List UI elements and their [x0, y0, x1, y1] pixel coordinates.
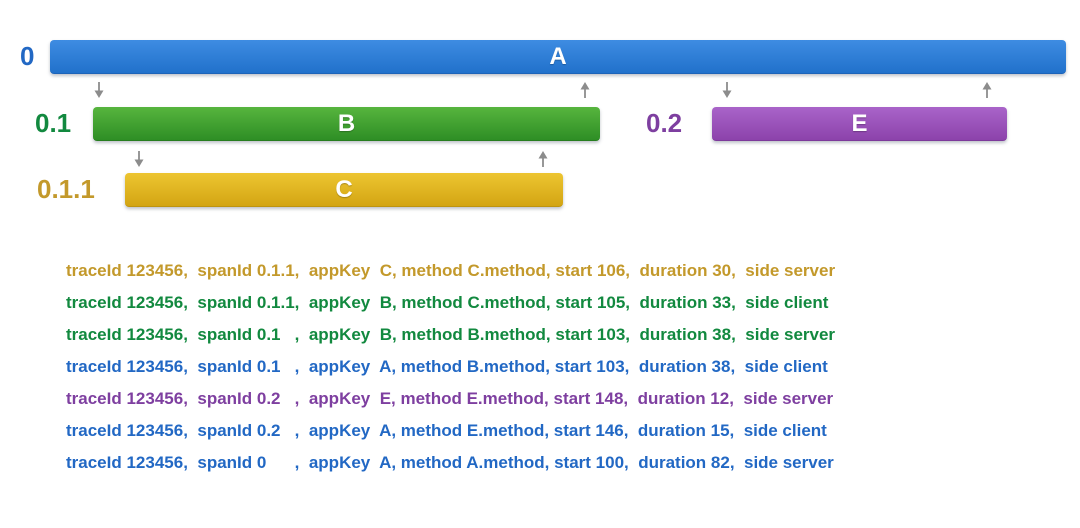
- span-bar-c: C: [125, 173, 563, 207]
- down-arrow-icon: [132, 150, 146, 168]
- trace-log-line: traceId 123456, spanId 0.1 , appKey B, m…: [66, 325, 836, 344]
- span-bar-a: A: [50, 40, 1066, 74]
- span-id-label-0.1.1: 0.1.1: [37, 174, 95, 204]
- span-bar-e: E: [712, 107, 1007, 141]
- up-arrow-icon: [536, 150, 550, 168]
- span-bar-a-label: A: [549, 42, 567, 70]
- down-arrow-icon: [720, 81, 734, 99]
- span-bar-e-label: E: [851, 109, 868, 137]
- span-id-label-0.2: 0.2: [646, 108, 683, 138]
- trace-log-line: traceId 123456, spanId 0.1.1, appKey C, …: [66, 261, 836, 280]
- span-bar-b-label: B: [337, 109, 356, 137]
- span-bar-c-label: C: [335, 175, 353, 203]
- span-bar-b: B: [93, 107, 600, 141]
- trace-log: traceId 123456, spanId 0.1.1, appKey C, …: [66, 255, 835, 479]
- span-id-label-0.1: 0.1: [35, 108, 72, 138]
- up-arrow-icon: [578, 81, 592, 99]
- up-arrow-icon: [980, 81, 994, 99]
- trace-log-line: traceId 123456, spanId 0.2 , appKey A, m…: [66, 421, 827, 440]
- trace-log-line: traceId 123456, spanId 0 , appKey A, met…: [66, 453, 834, 472]
- span-id-label-0: 0: [20, 41, 35, 71]
- trace-log-line: traceId 123456, spanId 0.1 , appKey A, m…: [66, 357, 828, 376]
- down-arrow-icon: [92, 81, 106, 99]
- trace-log-line: traceId 123456, spanId 0.1.1, appKey B, …: [66, 293, 829, 312]
- trace-log-line: traceId 123456, spanId 0.2 , appKey E, m…: [66, 389, 834, 408]
